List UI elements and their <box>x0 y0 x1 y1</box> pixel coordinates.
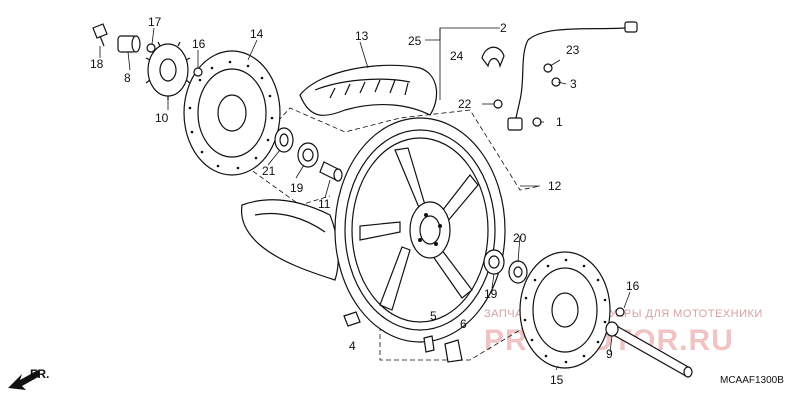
leader-lines <box>99 27 631 371</box>
bolt-22 <box>493 99 503 109</box>
part-label: 23 <box>566 43 580 57</box>
bolt-16-top <box>193 67 203 77</box>
part-label: 16 <box>626 279 640 293</box>
part-label: 3 <box>570 77 577 91</box>
part-label: 13 <box>355 29 369 43</box>
part-label: 9 <box>606 347 613 361</box>
part-label: 19 <box>484 287 498 301</box>
dust-seal-20 <box>508 260 528 284</box>
part-label: 11 <box>318 197 331 211</box>
clip-4 <box>343 311 361 327</box>
clamp-24 <box>481 46 505 69</box>
bolt-17 <box>146 43 156 53</box>
bolt-16-right <box>615 307 625 317</box>
part-label: 19 <box>290 181 304 195</box>
part-label: 14 <box>250 27 264 41</box>
part-label: 2 <box>500 21 507 35</box>
bolt-5 <box>423 335 435 353</box>
direction-label: FR. <box>30 367 49 381</box>
bracket-6 <box>444 339 463 363</box>
tire <box>299 64 438 116</box>
bearing-19-left <box>297 142 319 168</box>
part-label: 16 <box>192 37 206 51</box>
bolt-18 <box>92 23 108 47</box>
brake-disc-left <box>183 50 281 176</box>
part-label: 20 <box>513 231 527 245</box>
dust-seal-21 <box>274 127 294 153</box>
part-label: 8 <box>124 71 131 85</box>
part-label: 18 <box>90 57 104 71</box>
speed-sensor <box>507 21 638 131</box>
part-label: 1 <box>556 115 563 129</box>
distance-collar-11 <box>319 161 343 182</box>
bolt-3 <box>551 77 561 87</box>
brake-disc-right <box>519 251 611 369</box>
part-label: 4 <box>349 339 356 353</box>
collar <box>117 35 141 53</box>
fender <box>240 199 339 281</box>
part-label: 22 <box>458 97 472 111</box>
part-label: 25 <box>408 34 422 48</box>
part-label: 24 <box>450 49 464 63</box>
part-label: 17 <box>148 15 162 29</box>
wheel-rim <box>334 117 506 343</box>
part-label: 5 <box>430 309 437 323</box>
bearing-19-right <box>483 249 505 275</box>
front-direction-arrow: FR. <box>8 367 49 390</box>
part-label: 21 <box>262 164 276 178</box>
part-label: 15 <box>550 373 564 387</box>
part-label: 6 <box>460 317 467 331</box>
bolt-1 <box>532 117 542 127</box>
part-label: 10 <box>155 111 169 125</box>
diagram-code: MCAAF1300B <box>720 375 784 386</box>
pulser-ring <box>145 41 191 100</box>
part-label: 12 <box>548 179 562 193</box>
axle <box>605 321 693 378</box>
